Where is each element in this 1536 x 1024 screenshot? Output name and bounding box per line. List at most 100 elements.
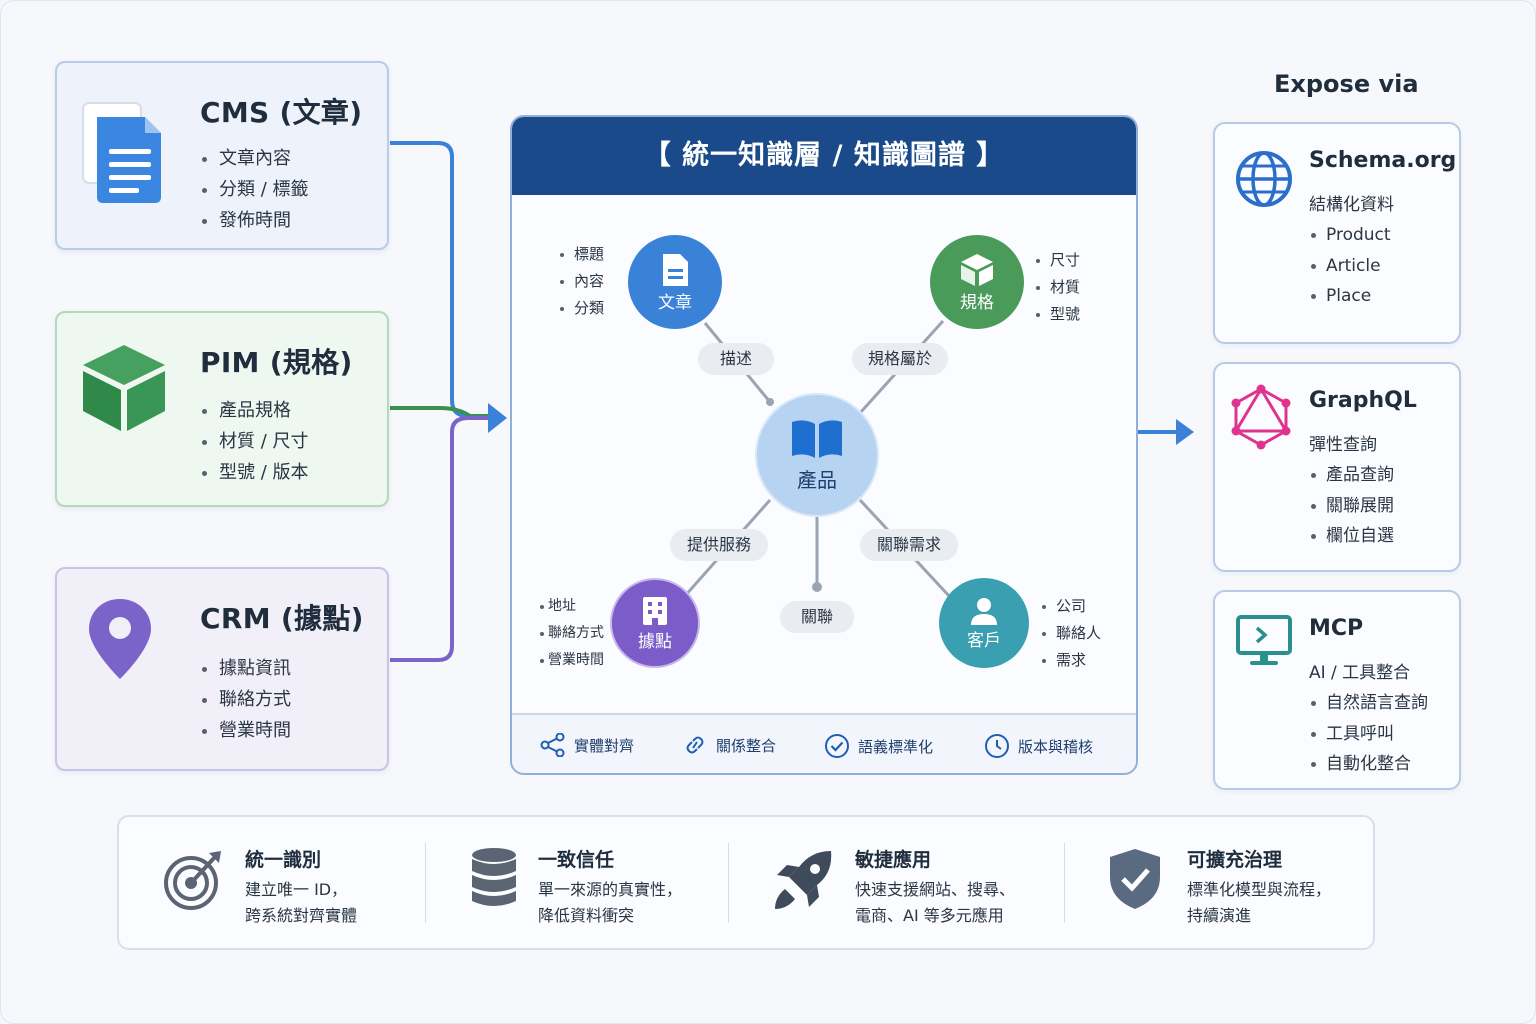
benefit-title: 統一識別	[245, 849, 322, 871]
footer-label: 語義標準化	[858, 737, 934, 756]
attr-item: 分類	[560, 295, 604, 322]
benefit-agile-apps: 敏捷應用 快速支援網站、搜尋、 電商、AI 等多元應用	[729, 817, 1063, 948]
cms-item: 分類 / 標籤	[202, 174, 309, 205]
expose-item: Place	[1311, 281, 1391, 312]
footer-version-audit: 版本與稽核	[984, 733, 1093, 759]
expose-title: Expose via	[1274, 70, 1419, 98]
cms-list: 文章內容 分類 / 標籤 發佈時間	[202, 143, 309, 236]
pim-item: 型號 / 版本	[202, 457, 309, 488]
attr-item: 材質	[1036, 274, 1080, 301]
footer-label: 版本與稽核	[1018, 737, 1094, 756]
relation-serves: 提供服務	[670, 529, 768, 561]
pim-connector	[390, 406, 495, 418]
expose-card-title: MCP	[1309, 616, 1364, 641]
cms-item: 文章內容	[202, 143, 309, 174]
expose-card-title: Schema.org	[1309, 148, 1457, 173]
knowledge-layer-panel: 【 統一知識層 / 知識圖譜 】 產品 文章 標題 內容 分類	[510, 115, 1138, 775]
expose-card-graphql: GraphQL 彈性查詢 產品查詢 關聯展開 欄位自選	[1213, 362, 1461, 572]
cube-icon	[961, 253, 993, 286]
globe-icon	[1236, 151, 1292, 207]
benefit-desc: 建立唯一 ID， 跨系統對齊實體	[245, 880, 358, 925]
crm-connector	[390, 416, 495, 662]
expose-item: 欄位自選	[1311, 521, 1394, 552]
cube-icon	[83, 345, 165, 431]
cms-connector	[390, 141, 495, 418]
attr-item: 尺寸	[1036, 247, 1080, 274]
source-card-pim: PIM (規格) 產品規格 材質 / 尺寸 型號 / 版本	[55, 311, 389, 507]
expose-card-schema-org: Schema.org 結構化資料 Product Article Place	[1213, 122, 1461, 344]
benefit-unified-id: 統一識別 建立唯一 ID， 跨系統對齊實體	[119, 817, 424, 948]
hub-label: 產品	[797, 467, 837, 492]
database-icon	[472, 848, 516, 906]
panel-header: 【 統一知識層 / 知識圖譜 】	[512, 117, 1136, 195]
expose-item: Article	[1311, 251, 1391, 282]
footer-label: 實體對齊	[574, 736, 635, 755]
attr-item: 公司	[1042, 593, 1101, 620]
source-card-crm: CRM (據點) 據點資訊 聯絡方式 營業時間	[55, 567, 389, 771]
expose-arrowhead	[1176, 419, 1194, 445]
node-article: 文章	[628, 235, 722, 329]
attr-item: 聯絡人	[1042, 620, 1101, 647]
crm-item: 聯絡方式	[202, 684, 291, 715]
crm-item: 據點資訊	[202, 653, 291, 684]
node-label: 據點	[638, 631, 672, 652]
cms-item: 發佈時間	[202, 205, 309, 236]
benefits-bar: 統一識別 建立唯一 ID， 跨系統對齊實體 一致信任 單一來源的真實性， 降低資…	[117, 815, 1375, 950]
footer-label: 關係整合	[716, 736, 777, 755]
crm-item: 營業時間	[202, 715, 291, 746]
footer-semantic-standardization: 語義標準化	[824, 733, 933, 759]
attr-item: 需求	[1042, 647, 1101, 674]
crm-list: 據點資訊 聯絡方式 營業時間	[202, 653, 291, 746]
customer-attrs: 公司 聯絡人 需求	[1042, 593, 1101, 674]
footer-relation-integration: 關係整合	[682, 733, 776, 757]
link-icon	[686, 736, 704, 754]
panel-footer: 實體對齊 關係整合 語義標準化 版本與稽核	[512, 713, 1136, 773]
pim-item: 產品規格	[202, 395, 309, 426]
divider	[728, 843, 729, 923]
expose-item: 自然語言查詢	[1311, 688, 1428, 719]
crm-title: CRM (據點)	[200, 602, 364, 635]
person-icon	[971, 597, 997, 625]
relation-related-needs: 關聯需求	[860, 529, 958, 561]
shield-check-icon	[1110, 849, 1160, 909]
source-card-cms: CMS (文章) 文章內容 分類 / 標籤 發佈時間	[55, 61, 389, 250]
expose-item: Product	[1311, 220, 1391, 251]
node-label: 客戶	[967, 630, 1001, 651]
expose-card-list: 產品查詢 關聯展開 欄位自選	[1311, 460, 1394, 552]
merge-arrowhead	[488, 403, 507, 433]
expose-card-mcp: MCP AI / 工具整合 自然語言查詢 工具呼叫 自動化整合	[1213, 590, 1461, 790]
share-nodes-icon	[540, 733, 565, 757]
document-icon	[82, 102, 161, 203]
expose-card-title: GraphQL	[1309, 388, 1417, 413]
benefit-title: 敏捷應用	[855, 849, 932, 871]
target-icon	[164, 851, 221, 910]
pim-item: 材質 / 尺寸	[202, 426, 309, 457]
relation-related: 關聯	[780, 601, 854, 633]
building-icon	[643, 596, 667, 625]
expose-card-subtitle: 彈性查詢	[1309, 435, 1377, 455]
benefit-title: 可擴充治理	[1187, 849, 1283, 871]
hub-node-product: 產品	[755, 393, 879, 517]
attr-item: 型號	[1036, 301, 1080, 328]
check-circle-icon	[825, 734, 849, 758]
divider	[1064, 843, 1065, 923]
open-book-icon	[792, 419, 842, 458]
location-pin-icon	[89, 599, 151, 679]
expose-card-subtitle: 結構化資料	[1309, 195, 1394, 215]
location-attrs: 地址 聯絡方式 營業時間	[540, 593, 604, 674]
document-icon	[663, 253, 688, 286]
graphql-icon	[1231, 384, 1291, 450]
relation-describe: 描述	[698, 343, 774, 375]
rocket-icon	[775, 851, 832, 909]
expose-item: 關聯展開	[1311, 491, 1394, 522]
expose-card-subtitle: AI / 工具整合	[1309, 663, 1411, 683]
divider	[425, 843, 426, 923]
benefit-consistent-trust: 一致信任 單一來源的真實性， 降低資料衝突	[426, 817, 726, 948]
node-customer: 客戶	[939, 578, 1029, 668]
benefit-scalable-governance: 可擴充治理 標準化模型與流程， 持續演進	[1065, 817, 1373, 948]
clock-icon	[985, 734, 1009, 758]
cms-title: CMS (文章)	[200, 96, 363, 129]
article-attrs: 標題 內容 分類	[560, 241, 604, 322]
footer-entity-alignment: 實體對齊	[540, 733, 634, 757]
